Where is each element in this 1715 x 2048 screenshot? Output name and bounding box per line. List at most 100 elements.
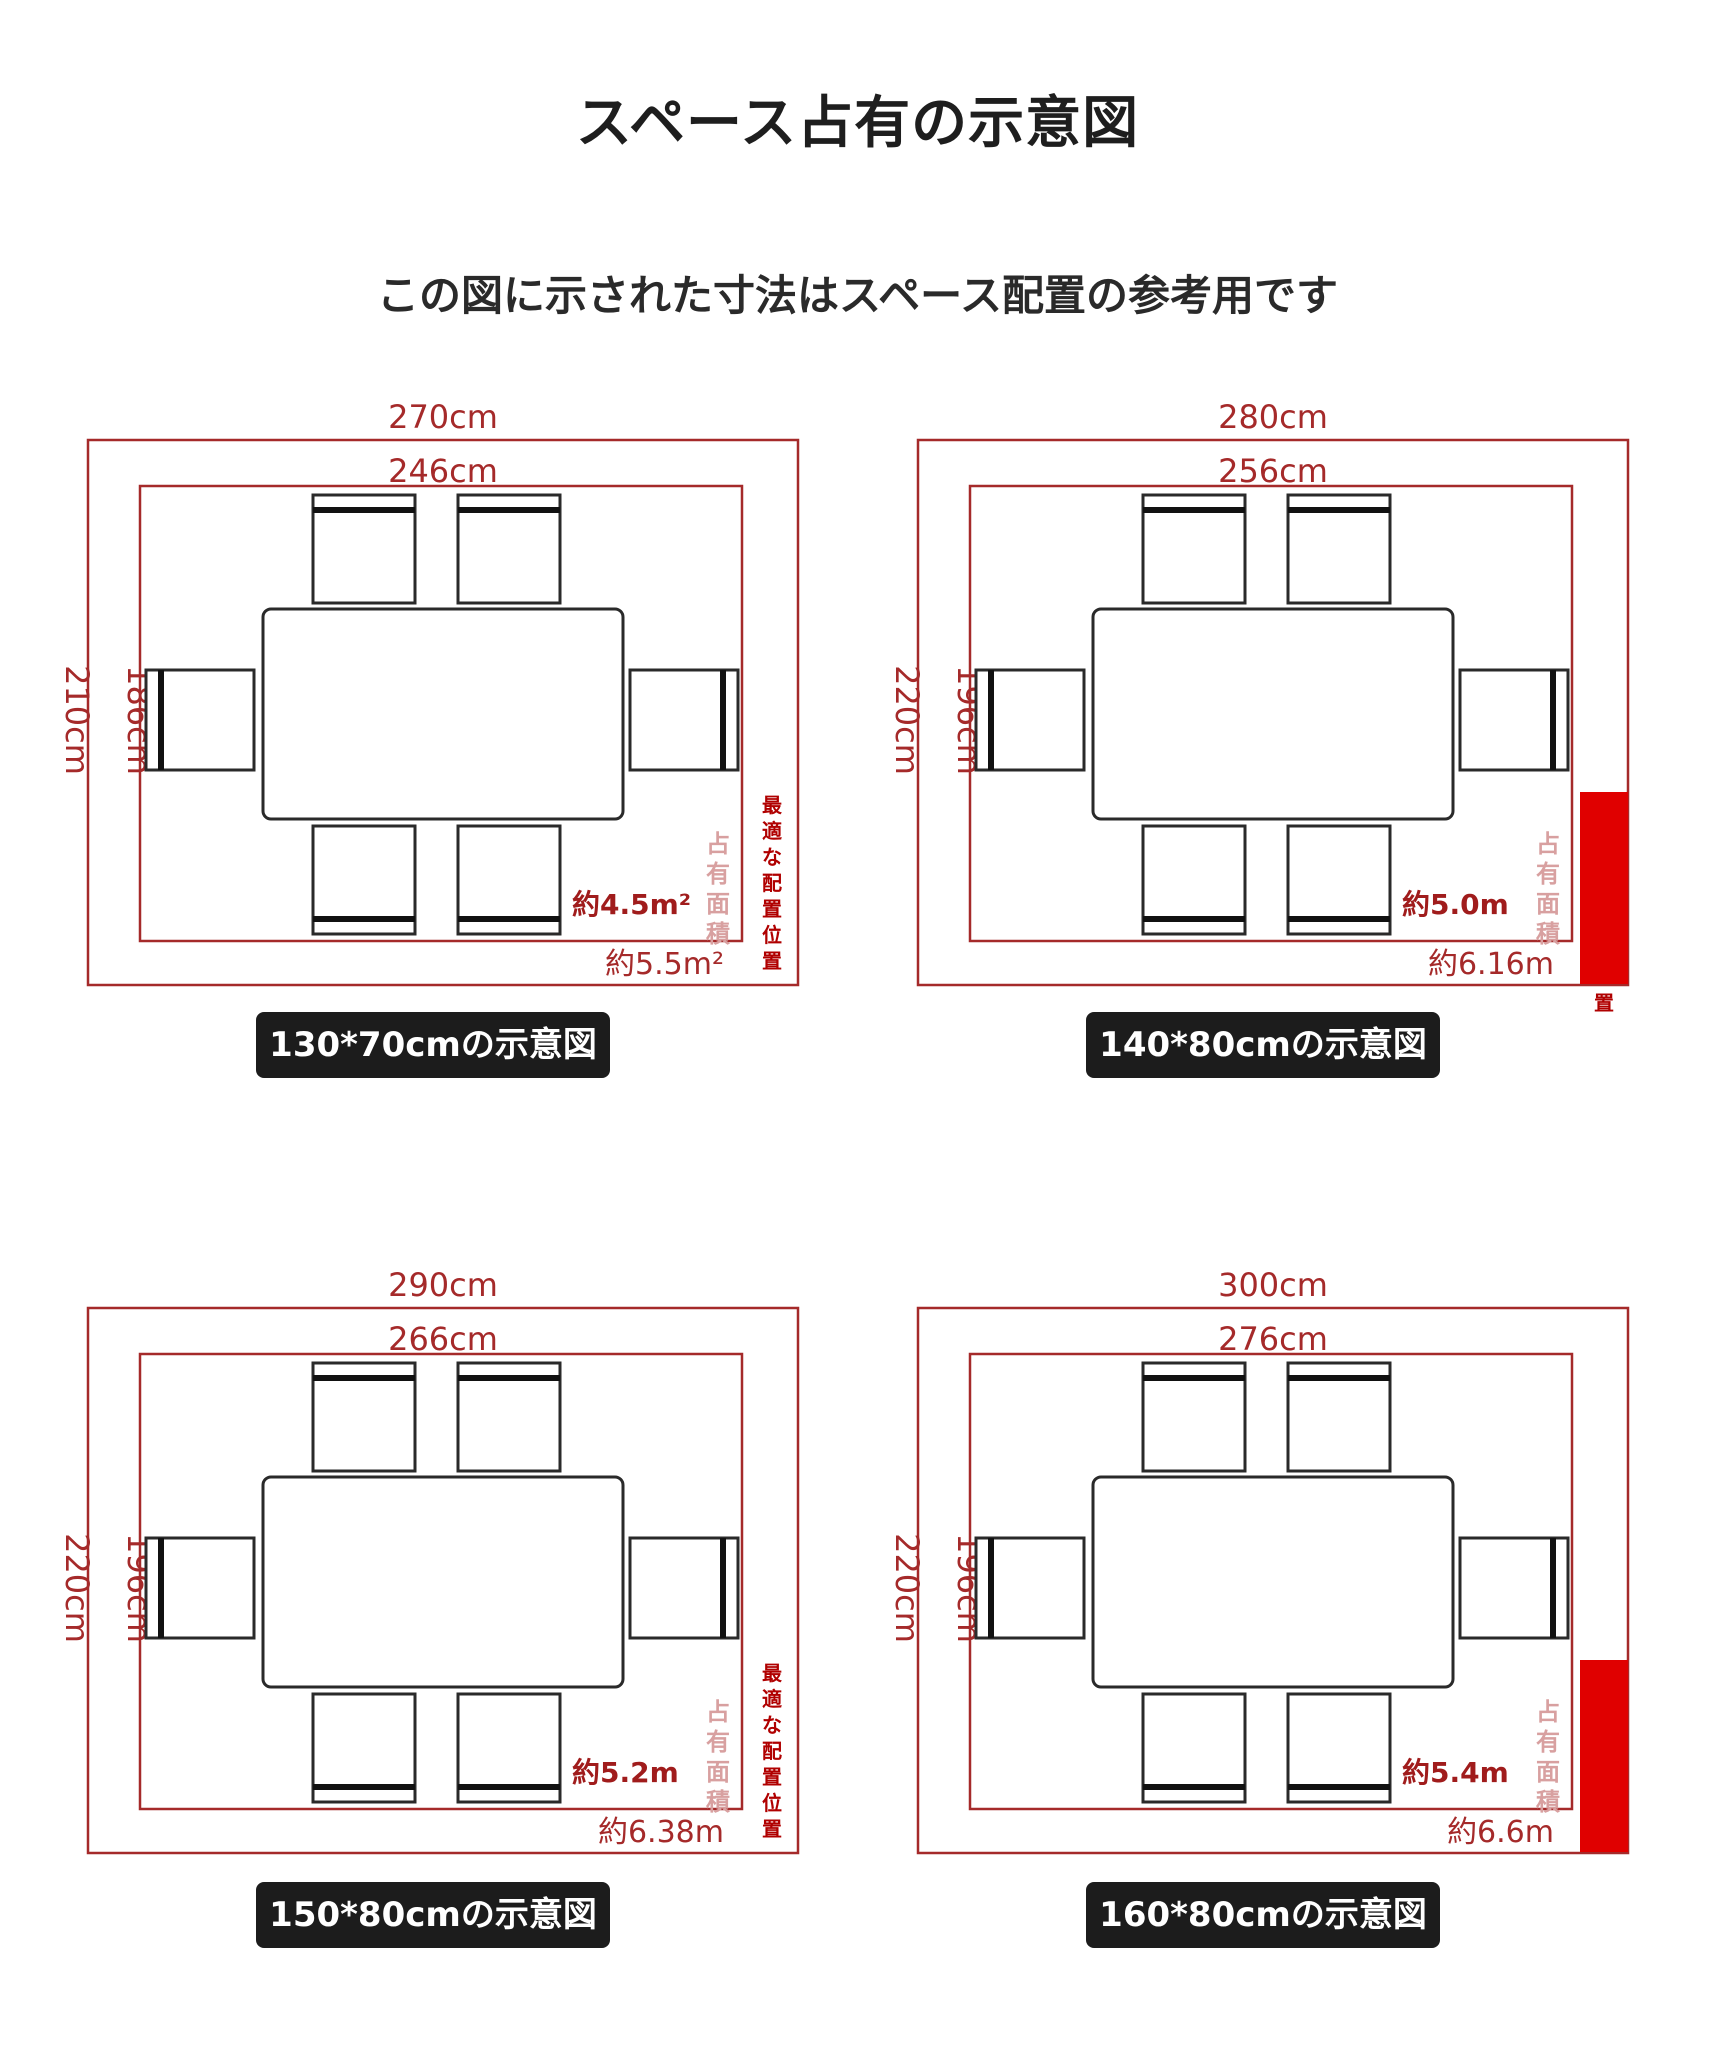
caption-pill: 150*80cmの示意図	[256, 1882, 610, 1948]
dining-table	[261, 607, 625, 821]
chair	[1458, 668, 1570, 772]
best-position-char: な	[762, 845, 782, 869]
outer-area-value: 約5.5m²	[605, 947, 724, 982]
occupied-area-char: 面	[1536, 1758, 1560, 1786]
chair	[1286, 1361, 1392, 1473]
outer-area-value: 約6.38m	[598, 1815, 724, 1850]
outer-height-label: 220cm	[58, 1533, 96, 1643]
chair-back	[1143, 1375, 1245, 1381]
outer-space-rect	[86, 1306, 800, 1855]
inner-width-label: 256cm	[1218, 452, 1328, 490]
occupied-area-char: 面	[706, 890, 730, 918]
chair	[1141, 1692, 1247, 1804]
outer-space-rect	[86, 438, 800, 987]
caption-pill: 160*80cmの示意図	[1086, 1882, 1440, 1948]
occupied-area-char: 積	[1536, 1788, 1560, 1816]
inner-width-label: 276cm	[1218, 1320, 1328, 1358]
outer-space-rect	[916, 438, 1630, 987]
occupied-area-char: 積	[706, 920, 730, 948]
chair-back	[313, 916, 415, 922]
chair	[144, 668, 256, 772]
outer-height-label: 220cm	[888, 665, 926, 775]
chair	[1141, 1361, 1247, 1473]
chair-back	[313, 507, 415, 513]
chair-back	[313, 1784, 415, 1790]
caption-pill: 130*70cmの示意図	[256, 1012, 610, 1078]
chair	[974, 668, 1086, 772]
occupied-area-char: 占	[706, 830, 730, 858]
outer-width-label: 290cm	[388, 1266, 498, 1304]
chair	[456, 824, 562, 936]
inner-width-label: 266cm	[388, 1320, 498, 1358]
best-position-char: 適	[762, 1687, 782, 1711]
inner-area-value: 約4.5m²	[572, 888, 691, 921]
best-position-char: な	[762, 1713, 782, 1737]
dining-table	[1091, 607, 1455, 821]
chair-back	[1143, 1784, 1245, 1790]
best-position-bar	[1580, 792, 1628, 984]
chair-back	[458, 507, 560, 513]
outer-width-label: 280cm	[1218, 398, 1328, 436]
chair-back	[458, 1375, 560, 1381]
best-position-bar	[1580, 1660, 1628, 1852]
chair	[311, 824, 417, 936]
chair-back	[988, 670, 994, 770]
chair-back	[1288, 507, 1390, 513]
chair-back	[158, 1538, 164, 1638]
chair	[974, 1536, 1086, 1640]
outer-height-label: 220cm	[888, 1533, 926, 1643]
chair-back	[1143, 507, 1245, 513]
best-position-char: 適	[762, 819, 782, 843]
occupied-area-char: 有	[1536, 1728, 1560, 1756]
occupied-area-char: 有	[1536, 860, 1560, 888]
chair	[311, 1692, 417, 1804]
best-position-char: 置	[762, 1817, 782, 1841]
best-position-char: 最	[762, 793, 783, 817]
chair-back	[1288, 916, 1390, 922]
page-subtitle: この図に示された寸法はスペース配置の参考用です	[377, 271, 1338, 320]
chair-back	[458, 1784, 560, 1790]
inner-space-rect	[138, 484, 744, 943]
chair-back	[988, 1538, 994, 1638]
outer-width-label: 270cm	[388, 398, 498, 436]
chair	[628, 668, 740, 772]
best-position-char: 置	[1594, 991, 1614, 1015]
best-position-char: 配	[762, 871, 782, 895]
occupied-area-char: 有	[706, 860, 730, 888]
outer-space-rect	[916, 1306, 1630, 1855]
chair	[1286, 493, 1392, 605]
chair	[628, 1536, 740, 1640]
chair-back	[1550, 1538, 1556, 1638]
chair	[311, 1361, 417, 1473]
outer-width-label: 300cm	[1218, 1266, 1328, 1304]
dining-table	[1091, 1475, 1455, 1689]
chair	[456, 493, 562, 605]
page-title: スペース占有の示意図	[575, 91, 1140, 156]
occupied-area-char: 積	[706, 1788, 730, 1816]
inner-area-value: 約5.4m	[1402, 1756, 1509, 1789]
caption-pill: 140*80cmの示意図	[1086, 1012, 1440, 1078]
occupied-area-char: 占	[1536, 830, 1560, 858]
chair	[1286, 824, 1392, 936]
best-position-char: 最	[762, 1661, 783, 1685]
chair	[456, 1361, 562, 1473]
outer-height-label: 210cm	[58, 665, 96, 775]
inner-space-rect	[138, 1352, 744, 1811]
chair	[311, 493, 417, 605]
best-position-char: 位	[762, 923, 782, 947]
best-position-char: 配	[762, 1739, 782, 1763]
inner-area-value: 約5.2m	[572, 1756, 679, 1789]
chair-back	[1288, 1375, 1390, 1381]
outer-area-value: 約6.16m	[1428, 947, 1554, 982]
occupied-area-char: 有	[706, 1728, 730, 1756]
inner-space-rect	[968, 1352, 1574, 1811]
best-position-char: 位	[762, 1791, 782, 1815]
chair-back	[158, 670, 164, 770]
occupied-area-char: 占	[706, 1698, 730, 1726]
